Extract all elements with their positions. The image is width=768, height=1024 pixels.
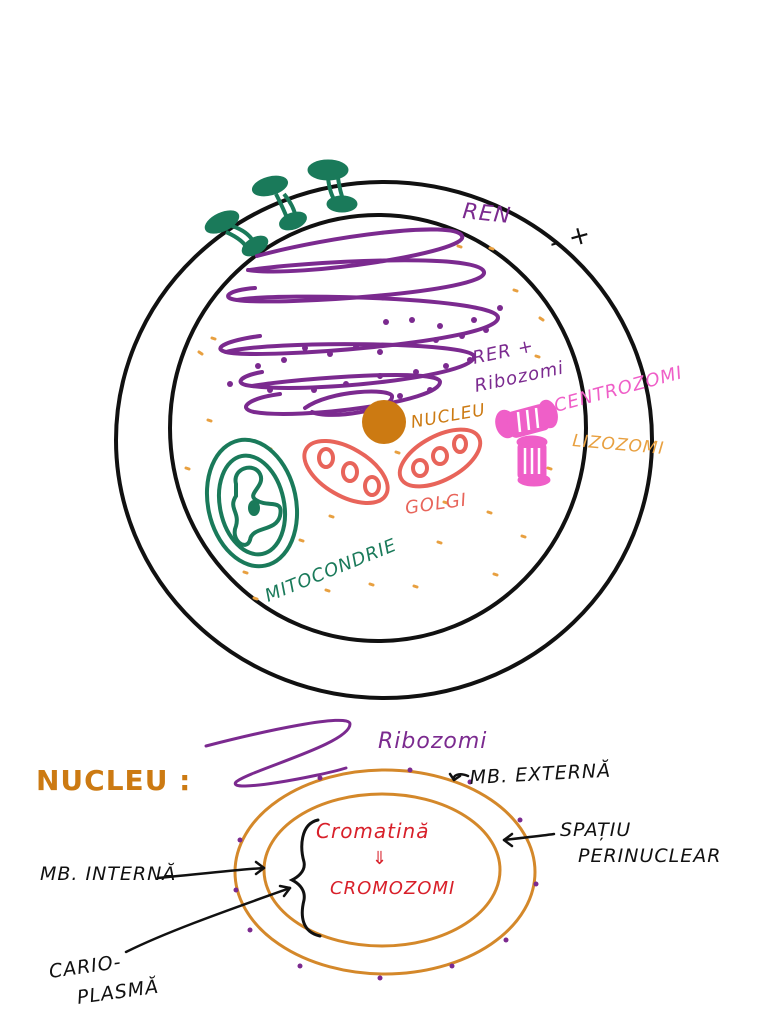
nucleus-dot — [362, 400, 406, 444]
label-arrow: ⇓ — [372, 848, 388, 869]
pointer-arrows — [124, 772, 556, 954]
channel-2 — [251, 175, 307, 231]
centriole-horizontal — [495, 399, 558, 439]
label-ren: REN — [461, 199, 512, 229]
nucleus-detail-title: NUCLEU : — [36, 764, 191, 797]
channel-1 — [204, 210, 269, 257]
label-golgi: GOLGI — [404, 489, 469, 518]
perinuclear-ribosomes — [233, 767, 539, 981]
cytoplasm-specks — [184, 244, 553, 601]
centriole-vertical — [516, 435, 551, 487]
cell-outer-wall — [114, 180, 654, 700]
nuclear-outer-membrane — [233, 768, 537, 976]
label-nucleu: NUCLEU — [409, 400, 487, 433]
label-spatiu-line2: PERINUCLEAR — [578, 845, 721, 867]
label-ribozomi: Ribozomi — [378, 729, 487, 754]
ren-coil — [218, 227, 500, 417]
label-cario-line1: CARIO- — [48, 951, 123, 983]
centrosomes — [495, 399, 558, 487]
label-centrozomi: CENTROZOMI — [552, 362, 685, 417]
nuclear-inner-membrane — [262, 792, 502, 948]
mitochondria — [204, 437, 300, 569]
label-mb-interna: MB. INTERNĂ — [40, 862, 176, 885]
ribozomi-squiggle — [204, 718, 352, 788]
label-rer-line1: RER + — [471, 335, 536, 368]
brace — [288, 818, 322, 938]
label-mitocondrie: MITOCONDRIE — [262, 535, 400, 607]
label-cromozomi: CROMOZOMI — [330, 878, 455, 899]
golgi — [302, 427, 483, 505]
membrane-channels — [204, 159, 358, 257]
cell-membrane — [168, 213, 588, 643]
rer-ribosomes — [227, 305, 503, 399]
label-cario-line2: PLASMĂ — [75, 975, 160, 1009]
channel-3 — [307, 159, 358, 213]
label-mb-externa: MB. EXTERNĂ — [469, 759, 612, 789]
label-cromatina: Cromatină — [316, 819, 430, 843]
label-spatiu-line1: SPAȚIU — [560, 819, 631, 841]
membrane-polarity: - + — [546, 219, 595, 259]
